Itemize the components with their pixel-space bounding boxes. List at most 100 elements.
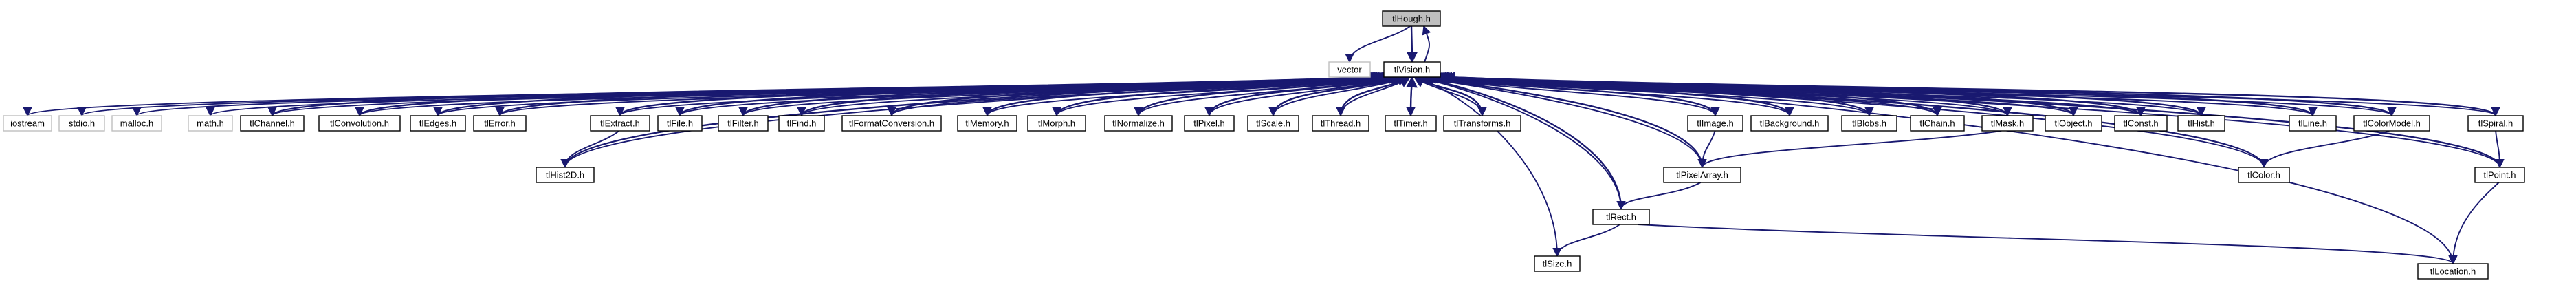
node-tlTransforms[interactable]: tlTransforms.h <box>1443 115 1521 132</box>
nodes-layer: tlHough.h vector tlVision.h iostream stdio.h… <box>3 10 2525 280</box>
node-box-stdio <box>58 115 105 132</box>
node-box-tlChain <box>1910 115 1965 132</box>
node-tlHough[interactable]: tlHough.h <box>1382 10 1441 27</box>
edge-tlNormalize-to-tlVision <box>1137 72 1405 116</box>
node-tlMask[interactable]: tlMask.h <box>1981 115 2034 132</box>
node-tlFormatConversion[interactable]: tlFormatConversion.h <box>841 115 942 132</box>
edge-tlScale-to-tlVision <box>1272 74 1409 116</box>
node-label-tlSize: tlSize.h <box>1543 259 1572 269</box>
node-label-tlFind: tlFind.h <box>787 118 817 129</box>
node-box-malloc <box>111 115 162 132</box>
node-tlVision[interactable]: tlVision.h <box>1383 61 1441 78</box>
node-box-tlFilter <box>718 115 769 132</box>
node-tlTimer[interactable]: tlTimer.h <box>1385 115 1437 132</box>
node-tlLine[interactable]: tlLine.h <box>2289 115 2337 132</box>
node-box-tlConvolution <box>318 115 401 132</box>
node-box-tlLine <box>2289 115 2337 132</box>
node-tlConvolution[interactable]: tlConvolution.h <box>318 115 401 132</box>
node-box-tlNormalize <box>1104 115 1173 132</box>
node-box-tlHough <box>1382 10 1441 27</box>
node-tlEdges[interactable]: tlEdges.h <box>410 115 466 132</box>
node-tlSpiral[interactable]: tlSpiral.h <box>2467 115 2524 132</box>
edge-tlPoint-to-tlLocation <box>2448 182 2500 265</box>
node-label-tlChannel: tlChannel.h <box>250 118 295 129</box>
node-tlColor[interactable]: tlColor.h <box>2238 167 2290 183</box>
node-label-vector: vector <box>1337 65 1362 75</box>
node-tlPoint[interactable]: tlPoint.h <box>2474 167 2525 183</box>
node-label-tlConvolution: tlConvolution.h <box>330 118 389 129</box>
node-label-tlObject: tlObject.h <box>2055 118 2093 129</box>
node-tlConst[interactable]: tlConst.h <box>2114 115 2168 132</box>
edge-tlVision-to-tlHough <box>1422 25 1431 63</box>
node-tlFind[interactable]: tlFind.h <box>778 115 825 132</box>
node-label-tlConst: tlConst.h <box>2123 118 2158 129</box>
node-box-tlConst <box>2114 115 2168 132</box>
node-tlScale[interactable]: tlScale.h <box>1247 115 1299 132</box>
node-label-tlLocation: tlLocation.h <box>2430 266 2476 277</box>
edge-tlColor-to-tlVision <box>1436 72 2265 168</box>
node-label-math: math.h <box>197 118 224 129</box>
node-tlThread[interactable]: tlThread.h <box>1312 115 1369 132</box>
edge-tlPixelArray-to-tlRect <box>1616 182 1702 211</box>
node-box-tlObject <box>2045 115 2102 132</box>
edge-tlVision-to-tlRect <box>1416 76 1626 211</box>
node-tlError[interactable]: tlError.h <box>473 115 527 132</box>
node-box-tlPixel <box>1184 115 1235 132</box>
node-tlBlobs[interactable]: tlBlobs.h <box>1841 115 1897 132</box>
node-tlExtract[interactable]: tlExtract.h <box>590 115 650 132</box>
node-tlHist[interactable]: tlHist.h <box>2177 115 2225 132</box>
node-tlMemory[interactable]: tlMemory.h <box>957 115 1017 132</box>
node-box-tlLocation <box>2417 263 2489 280</box>
node-box-tlThread <box>1312 115 1369 132</box>
node-tlHist2D[interactable]: tlHist2D.h <box>536 167 595 183</box>
edge-tlBackground-to-tlVision <box>1422 72 1791 116</box>
edges-layer <box>23 25 2505 265</box>
node-tlChain[interactable]: tlChain.h <box>1910 115 1965 132</box>
node-label-iostream: iostream <box>10 118 45 129</box>
node-box-tlColorModel <box>2353 115 2430 132</box>
node-tlObject[interactable]: tlObject.h <box>2045 115 2102 132</box>
node-box-tlChannel <box>240 115 305 132</box>
edge-tlPoint-to-tlVision <box>1443 72 2501 168</box>
node-tlPixelArray[interactable]: tlPixelArray.h <box>1663 167 1741 183</box>
node-malloc: malloc.h <box>111 115 162 132</box>
node-stdio: stdio.h <box>58 115 105 132</box>
node-box-math <box>188 115 233 132</box>
node-label-tlFormatConversion: tlFormatConversion.h <box>849 118 934 129</box>
node-tlImage[interactable]: tlImage.h <box>1687 115 1743 132</box>
node-tlColorModel[interactable]: tlColorModel.h <box>2353 115 2430 132</box>
node-box-tlHist <box>2177 115 2225 132</box>
node-label-malloc: malloc.h <box>120 118 153 129</box>
node-label-tlError: tlError.h <box>484 118 516 129</box>
node-label-tlMask: tlMask.h <box>1991 118 2024 129</box>
node-label-tlExtract: tlExtract.h <box>600 118 640 129</box>
node-box-tlPoint <box>2474 167 2525 183</box>
node-tlNormalize[interactable]: tlNormalize.h <box>1104 115 1173 132</box>
edge-tlHough-to-tlVision <box>1406 25 1418 63</box>
node-tlChannel[interactable]: tlChannel.h <box>240 115 305 132</box>
node-box-tlBlobs <box>1841 115 1897 132</box>
node-vector: vector <box>1328 61 1371 78</box>
node-box-tlPixelArray <box>1663 167 1741 183</box>
edge-tlHist2D-to-tlVision <box>564 72 1388 168</box>
edge-tlPixelArray-to-tlVision <box>1419 72 1704 168</box>
node-label-tlMemory: tlMemory.h <box>965 118 1009 129</box>
node-tlBackground[interactable]: tlBackground.h <box>1750 115 1829 132</box>
node-tlPixel[interactable]: tlPixel.h <box>1184 115 1235 132</box>
node-tlFile[interactable]: tlFile.h <box>657 115 703 132</box>
node-tlRect[interactable]: tlRect.h <box>1592 209 1650 225</box>
node-tlMorph[interactable]: tlMorph.h <box>1027 115 1086 132</box>
edge-tlFormatConversion-to-tlVision <box>890 72 1398 116</box>
node-label-tlBackground: tlBackground.h <box>1760 118 1820 129</box>
node-label-tlPixelArray: tlPixelArray.h <box>1676 170 1728 180</box>
node-box-tlEdges <box>410 115 466 132</box>
node-tlSize[interactable]: tlSize.h <box>1534 255 1581 272</box>
node-box-tlMemory <box>957 115 1017 132</box>
node-box-tlError <box>473 115 527 132</box>
node-tlLocation[interactable]: tlLocation.h <box>2417 263 2489 280</box>
node-label-tlImage: tlImage.h <box>1697 118 1733 129</box>
node-tlFilter[interactable]: tlFilter.h <box>718 115 769 132</box>
node-box-tlBackground <box>1750 115 1829 132</box>
edge-tlSpiral-to-tlPoint <box>2495 130 2505 169</box>
edge-tlRect-to-tlVision <box>1417 73 1622 210</box>
